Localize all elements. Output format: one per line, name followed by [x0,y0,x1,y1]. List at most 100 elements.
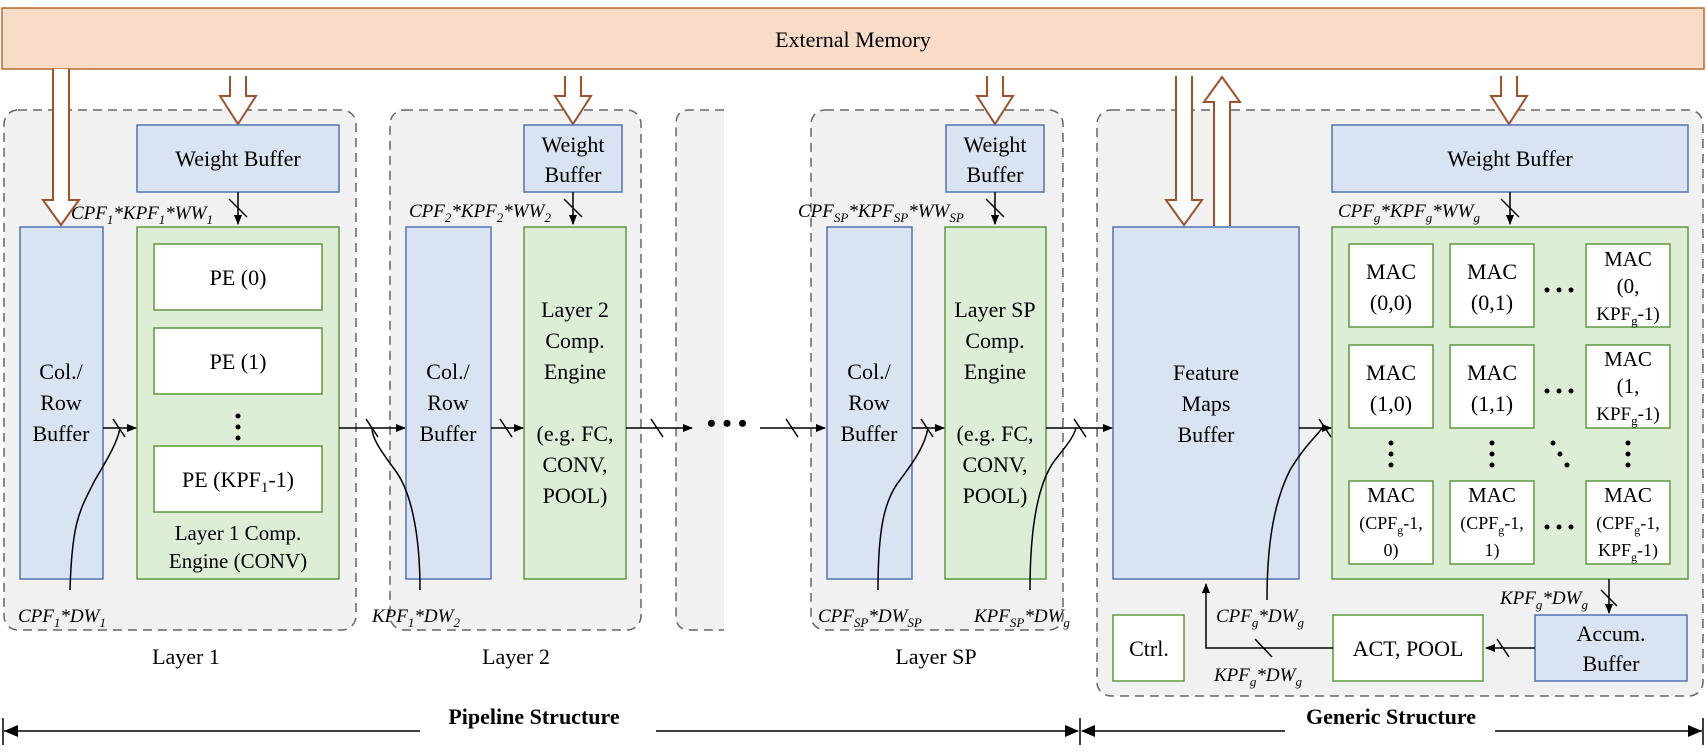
mac-0-1 [1449,243,1535,328]
layer2-weight-bandwidth: CPF2*KPF2*WW2 [409,201,551,225]
layer2-weight-bus-slash [563,198,583,218]
memory-arrows [41,69,1529,227]
layer1-weight-bandwidth: CPF1*KPF1*WW1 [71,203,213,227]
layer2-col-row-buffer [405,226,492,580]
generic-weight-bandwidth: CPFg*KPFg*WWg [1338,201,1480,225]
memory-arrow-layer2-weight [553,76,593,126]
feedback-bandwidth: CPFg*DWg [1216,606,1304,630]
mac-last-last-label: MAC(CPFg-1,KPFg-1) [1596,483,1660,564]
control-unit [1112,614,1185,682]
memory-arrow-from-feature-maps [1202,75,1242,226]
layersp-weight-bus-slash [985,198,1005,218]
layersp-col-row-buffer [826,226,913,580]
mac-0-last-label: MAC(0,KPFg-1) [1596,247,1660,328]
act-pool-unit [1332,614,1484,682]
accum-buffer-label: Accum.Buffer [1576,621,1645,676]
pe-last [153,445,323,513]
feature-maps-curve [1266,427,1323,601]
layersp-name: Layer SP [895,644,976,669]
external-memory-label: External Memory [775,27,931,52]
generic-weight-buffer [1331,124,1689,193]
memory-arrow-layer1-weight [218,76,258,126]
pe-last-label: PE (KPF1-1) [182,467,294,496]
accum-bandwidth: KPFg*DWg [1499,588,1588,612]
layer1-colrow-bus-slash [112,418,126,438]
layer2-input-bandwidth: KPF1*DW2 [371,606,460,630]
mac-1-1 [1449,344,1535,429]
accum-buffer [1534,614,1688,682]
layer1-input-bandwidth: CPF1*DW1 [18,606,106,630]
act-pool-label: ACT, POOL [1353,636,1464,661]
pipeline-label-bg [420,708,656,732]
layer1-engine-label: Layer 1 Comp.Engine (CONV) [169,521,307,573]
layersp-output-bandwidth: KPFSP*DWg [973,606,1070,630]
layersp-colrow-bus-slash [920,418,934,438]
layersp-comp-engine [944,226,1047,580]
mac-1-1-label: MAC(1,1) [1467,360,1517,416]
bracket-arrowheads [4,725,1702,737]
control-unit-label: Ctrl. [1129,636,1169,661]
feature-maps-bus-slash [1318,418,1332,438]
feature-maps-buffer [1112,226,1300,580]
layer1-weight-bus-slash [228,198,248,218]
layer2-comp-engine [523,226,627,580]
pe-vertical-ellipsis [235,413,241,441]
mac-1-last [1585,344,1671,429]
pe-0-label: PE (0) [210,265,267,290]
mac-last-1-label: MAC(CPFg-1,1) [1460,483,1524,561]
layer2-colrow-bus-slash [499,418,513,438]
layersp-out-bus-slash [1073,418,1087,438]
mac-last-0-label: MAC(CPFg-1,0) [1359,483,1423,561]
layer1-name: Layer 1 [152,644,220,669]
memory-arrow-generic-weight [1489,76,1529,126]
ellipsis-out-bus-slash [785,418,799,438]
mac-0-1-label: MAC(0,1) [1467,259,1517,315]
middle-layers-region [675,109,724,631]
generic-weight-bus-slash [1500,198,1520,218]
mac-last-0 [1348,480,1434,565]
layersp-input-bandwidth: CPFSP*DWSP [818,606,922,630]
actpool-to-feature-maps-wire [1202,583,1333,649]
layer-ellipsis: • • • [707,409,747,438]
pe-1 [153,327,323,395]
generic-label-bg [1285,708,1495,732]
layersp-weight-bandwidth: CPFSP*KPFSP*WWSP [798,201,964,225]
pe-1-label: PE (1) [210,349,267,374]
layer1-weight-buffer-label: Weight Buffer [175,146,301,171]
layer2-weight-buffer [523,124,623,193]
mac-0-last [1585,243,1671,328]
layer2-input-curve [371,427,421,591]
layer2-name: Layer 2 [482,644,550,669]
generic-structure-label: Generic Structure [1306,704,1476,729]
mac-1-0-label: MAC(1,0) [1366,360,1416,416]
mac-last-last [1585,480,1671,565]
mac-0-0 [1348,243,1434,328]
mac-0-0-label: MAC(0,0) [1366,259,1416,315]
accum-to-actpool-bus-slash [1496,638,1510,658]
mac-last-1 [1449,480,1535,565]
external-memory-box [1,7,1705,70]
actpool-out-bandwidth: KPFg*DWg [1213,665,1302,689]
pe-0 [153,243,323,311]
layer1-col-row-buffer [19,226,104,580]
mac-1-last-label: MAC(1,KPFg-1) [1596,347,1660,428]
layersp-input-curve [877,427,929,591]
layer1-weight-buffer [136,124,340,193]
pipeline-structure-label: Pipeline Structure [448,704,620,729]
memory-arrow-layersp-weight [975,76,1015,126]
layer1-input-curve [69,427,121,591]
memory-arrow-to-feature-maps [1164,76,1204,227]
layersp-output-curve [1029,427,1077,591]
generic-weight-buffer-label: Weight Buffer [1447,146,1573,171]
layer2-out-bus-slash [650,418,664,438]
mac-ellipsis-dots [1388,287,1631,530]
mac-to-accum-bus-slash [1600,589,1618,607]
